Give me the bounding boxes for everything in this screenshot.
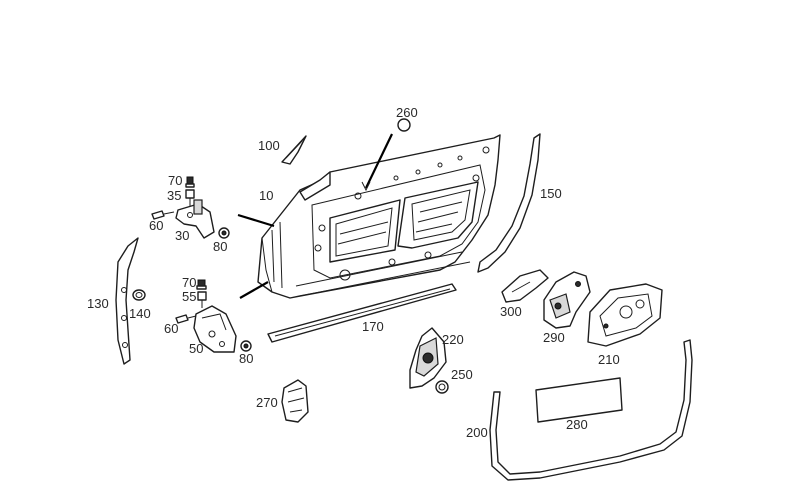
callout-80-lower: 80 xyxy=(239,351,253,366)
part-50-lower-hinge xyxy=(193,305,237,353)
part-70-bolt-lower xyxy=(196,279,207,290)
part-260-clip xyxy=(397,118,411,132)
callout-200: 200 xyxy=(466,425,488,440)
callout-70-lower: 70 xyxy=(182,275,196,290)
callout-170: 170 xyxy=(362,319,384,334)
callout-60-lower: 60 xyxy=(164,321,178,336)
callout-10: 10 xyxy=(259,188,273,203)
callout-250: 250 xyxy=(451,367,473,382)
callout-130: 130 xyxy=(87,296,109,311)
callout-150: 150 xyxy=(540,186,562,201)
callout-280: 280 xyxy=(566,417,588,432)
callout-80-upper: 80 xyxy=(213,239,227,254)
callout-60-upper: 60 xyxy=(149,218,163,233)
part-250-ring xyxy=(435,380,449,394)
part-35-bolt-upper xyxy=(185,189,195,206)
part-270-lock xyxy=(281,379,309,423)
callout-260: 260 xyxy=(396,105,418,120)
part-220-bracket xyxy=(409,327,447,389)
part-80-nut-lower xyxy=(240,340,252,352)
callout-35: 35 xyxy=(167,188,181,203)
part-60-screw-upper xyxy=(151,210,175,220)
part-60-screw-lower xyxy=(175,314,197,324)
callout-30: 30 xyxy=(175,228,189,243)
callout-290: 290 xyxy=(543,330,565,345)
part-200-door-seal xyxy=(489,339,693,481)
part-210-regulator-frame xyxy=(587,283,663,347)
part-280-label xyxy=(535,377,623,423)
part-140-grommet xyxy=(132,289,146,301)
part-10-door-shell xyxy=(257,134,501,299)
part-70-bolt-upper xyxy=(185,176,195,188)
callout-300: 300 xyxy=(500,304,522,319)
callout-55: 55 xyxy=(182,289,196,304)
leader-lines xyxy=(237,133,393,299)
callout-140: 140 xyxy=(129,306,151,321)
part-30-upper-hinge xyxy=(175,199,215,239)
part-300-handle xyxy=(501,269,549,303)
callout-100: 100 xyxy=(258,138,280,153)
part-80-nut-upper xyxy=(218,227,230,239)
part-150-window-seal xyxy=(477,133,541,273)
callout-70-upper: 70 xyxy=(168,173,182,188)
part-100-mirror-trim xyxy=(281,135,307,165)
part-55-bolt-lower xyxy=(197,291,207,308)
callout-210: 210 xyxy=(598,352,620,367)
part-130-pillar-seal xyxy=(115,237,139,365)
part-170-sill-strip xyxy=(267,283,457,343)
callout-220: 220 xyxy=(442,332,464,347)
part-290-regulator-motor xyxy=(543,271,591,329)
callout-270: 270 xyxy=(256,395,278,410)
callout-50: 50 xyxy=(189,341,203,356)
